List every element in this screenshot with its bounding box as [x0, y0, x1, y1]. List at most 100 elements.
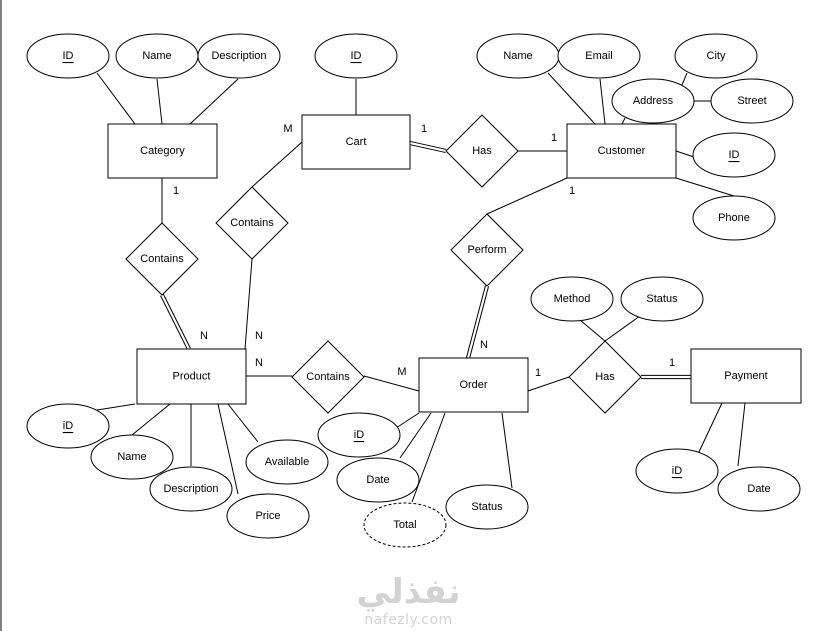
attribute-label-customer_email: Email	[585, 50, 613, 62]
watermark-url: nafezly.com	[364, 612, 453, 628]
cardinality-cart_m: M	[283, 123, 292, 135]
relationship-category_product	[125, 222, 199, 296]
connector-line	[96, 403, 136, 411]
attribute-label-cart_id: ID	[351, 50, 362, 62]
relationship-label-order_payment: Has	[595, 371, 615, 383]
entity-label-product: Product	[173, 371, 211, 383]
connector-line	[604, 315, 641, 342]
attribute-label-payment_method: Method	[554, 293, 591, 305]
connector-line	[189, 78, 239, 125]
attribute-label-product_name: Name	[117, 451, 146, 463]
attribute-payment_date	[717, 466, 801, 512]
relationship-cart_product	[215, 186, 289, 260]
connector-line	[227, 403, 259, 443]
attribute-label-customer_phone: Phone	[718, 212, 750, 224]
relationship-customer_order	[450, 213, 524, 287]
connector-line	[501, 412, 513, 489]
attribute-label-product_id: iD	[63, 420, 73, 432]
attribute-customer_city	[674, 33, 758, 79]
attribute-product_price	[226, 493, 310, 539]
cardinality-customer_perform_1: 1	[569, 185, 575, 197]
connector-line	[737, 402, 746, 467]
entity-category	[107, 123, 218, 179]
attribute-label-payment_date: Date	[747, 483, 770, 495]
attribute-label-category_name: Name	[142, 50, 171, 62]
attribute-label-order_total: Total	[393, 519, 416, 531]
connector-line	[675, 177, 735, 197]
entity-product	[136, 348, 247, 405]
attribute-label-category_id: ID	[63, 50, 74, 62]
relationship-label-category_product: Contains	[140, 253, 184, 265]
attribute-label-customer_street: Street	[737, 95, 766, 107]
connector-line	[527, 376, 570, 392]
attribute-label-customer_id: ID	[729, 149, 740, 161]
total-participation-line	[409, 144, 446, 154]
total-participation-line	[162, 294, 191, 349]
relationship-label-customer_order: Perform	[467, 244, 506, 256]
relationship-label-cart_product: Contains	[230, 217, 274, 229]
connector-line	[599, 78, 606, 125]
attribute-product_name	[90, 434, 174, 480]
attribute-customer_id	[692, 132, 776, 178]
cardinality-order_perform_n: N	[480, 339, 488, 351]
connector-line	[363, 375, 420, 392]
connector-line	[579, 319, 606, 342]
connector-line	[131, 403, 171, 436]
connector-line	[547, 72, 596, 125]
cardinality-product_cat_n: N	[200, 330, 208, 342]
attribute-customer_street	[710, 78, 794, 124]
attribute-payment_id	[635, 448, 719, 494]
attribute-label-payment_status: Status	[646, 293, 678, 305]
cardinality-order_product_m: M	[397, 366, 406, 378]
entity-order	[418, 357, 529, 413]
attribute-customer_address	[611, 78, 695, 124]
connector-line	[244, 258, 253, 350]
attribute-label-product_available: Available	[265, 456, 309, 468]
attribute-product_description	[149, 466, 233, 512]
connector-line	[486, 177, 568, 215]
attribute-label-customer_city: City	[707, 50, 726, 62]
connector-line	[395, 412, 420, 429]
connector-line	[697, 402, 723, 455]
attribute-customer_phone	[692, 195, 776, 241]
cardinality-cart_has_1: 1	[421, 123, 427, 135]
entity-label-cart: Cart	[346, 136, 367, 148]
entity-label-payment: Payment	[724, 370, 767, 382]
attribute-category_id	[26, 33, 110, 79]
relationship-product_order	[291, 340, 365, 414]
total-participation-line	[465, 285, 486, 358]
connector-line	[251, 141, 303, 188]
attribute-order_date	[336, 457, 420, 503]
attribute-label-product_description: Description	[163, 483, 218, 495]
watermark-logo: نفذلي	[356, 572, 461, 612]
attribute-product_id	[26, 403, 110, 449]
connector-line	[675, 150, 695, 158]
connector-line	[411, 412, 446, 503]
relationship-label-cart_customer: Has	[472, 145, 492, 157]
connector-line	[621, 117, 626, 125]
attribute-customer_email	[557, 33, 641, 79]
connector-line	[96, 72, 136, 125]
relationship-cart_customer	[445, 114, 519, 188]
attribute-label-order_status: Status	[471, 501, 503, 513]
total-participation-line	[469, 286, 490, 359]
attribute-label-category_description: Description	[211, 50, 266, 62]
attribute-label-product_price: Price	[255, 510, 280, 522]
connector-line	[399, 412, 432, 459]
attribute-payment_method	[530, 276, 614, 322]
attribute-cart_id	[314, 33, 398, 79]
attribute-label-payment_id: iD	[672, 465, 682, 477]
attribute-product_available	[245, 439, 329, 485]
entity-label-category: Category	[140, 145, 185, 157]
connector-line	[156, 78, 163, 125]
entity-payment	[690, 348, 802, 404]
connector-line	[217, 403, 239, 495]
entity-label-order: Order	[459, 379, 487, 391]
attribute-label-order_date: Date	[366, 474, 389, 486]
cardinality-order_pay_1: 1	[535, 367, 541, 379]
cardinality-category_1: 1	[173, 185, 179, 197]
attribute-order_status	[445, 484, 529, 530]
entity-label-customer: Customer	[598, 145, 646, 157]
attribute-payment_status	[620, 276, 704, 322]
